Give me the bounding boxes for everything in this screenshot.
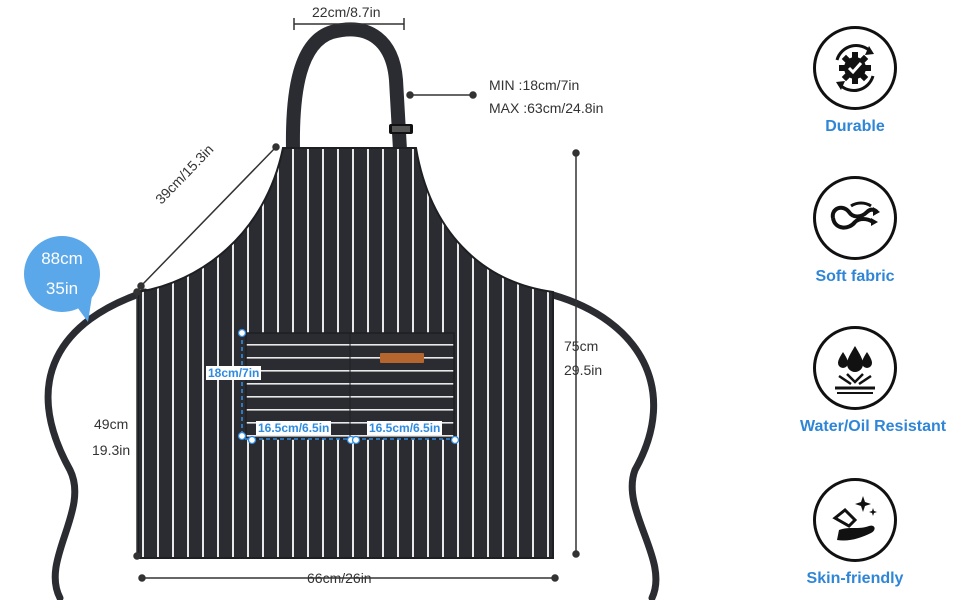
feature-label: Water/Oil Resistant bbox=[800, 418, 947, 435]
neck-strap bbox=[285, 22, 407, 157]
pocket-height-label: 18cm/7in bbox=[206, 366, 262, 380]
pocket-right-width-label: 16.5cm/6.5in bbox=[367, 421, 443, 435]
circumference-bubble: 88cm 35in bbox=[24, 236, 100, 312]
bubble-cm: 88cm bbox=[41, 249, 83, 268]
feature-durable: Durable bbox=[800, 26, 910, 136]
strap-max-label: MAX :63cm/24.8in bbox=[489, 100, 604, 116]
feature-skin-friendly: Skin-friendly bbox=[800, 478, 910, 588]
pocket-left-width-label: 16.5cm/6.5in bbox=[256, 421, 332, 435]
bottom-width-label: 66cm/26in bbox=[307, 570, 372, 586]
feature-label: Soft fabric bbox=[815, 268, 895, 285]
feature-label: Skin-friendly bbox=[806, 570, 904, 587]
right-waist-tie bbox=[549, 291, 660, 600]
bubble-in: 35in bbox=[45, 279, 79, 298]
water-drops-icon bbox=[813, 326, 897, 410]
left-height-cm: 49cm bbox=[94, 416, 129, 432]
strap-min-label: MIN :18cm/7in bbox=[489, 77, 580, 93]
feature-water-oil-resistant: Water/Oil Resistant bbox=[800, 326, 946, 436]
feature-soft-fabric: Soft fabric bbox=[800, 176, 910, 286]
feature-label: Durable bbox=[825, 118, 885, 135]
gear-arrows-icon bbox=[813, 26, 897, 110]
right-height-in: 29.5in bbox=[564, 362, 603, 378]
left-waist-tie bbox=[44, 288, 149, 600]
wind-swirl-icon bbox=[813, 176, 897, 260]
left-height-in: 19.3in bbox=[92, 442, 131, 458]
brand-tag bbox=[380, 353, 424, 363]
right-height-cm: 75cm bbox=[564, 338, 599, 354]
hand-sparkle-icon bbox=[813, 478, 897, 562]
strap-width-label: 22cm/8.7in bbox=[312, 4, 381, 20]
